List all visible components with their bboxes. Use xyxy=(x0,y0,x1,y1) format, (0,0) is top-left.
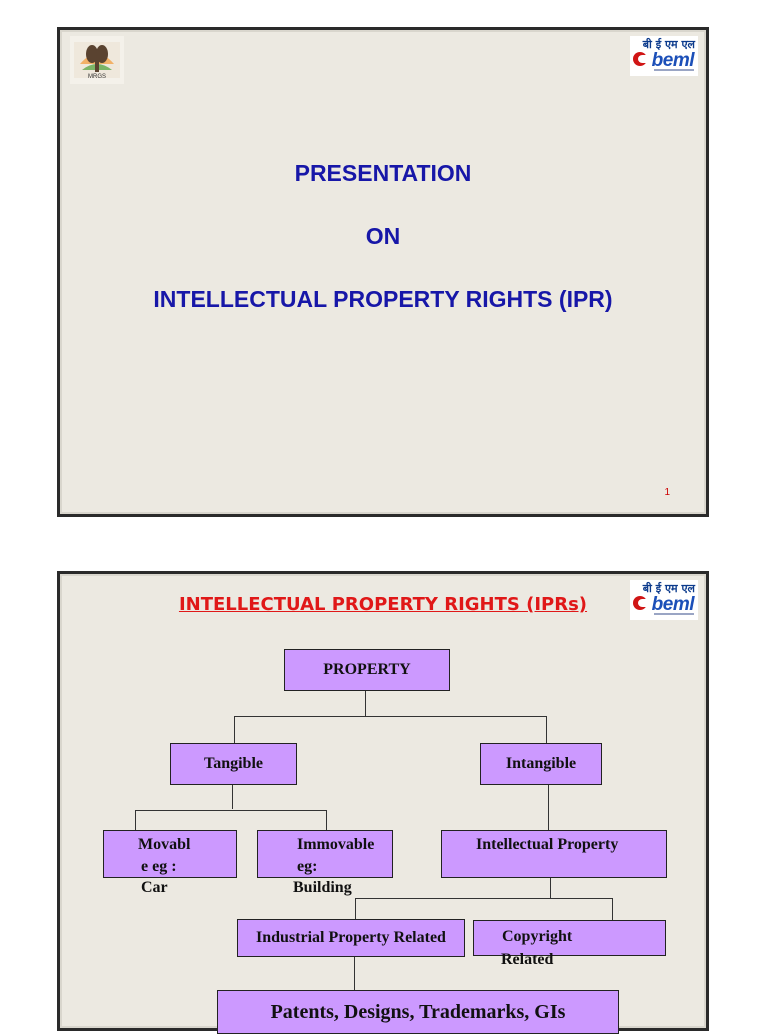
box-immovable: Immovable eg: xyxy=(257,830,393,878)
ipr-diagram-slide: INTELLECTUAL PROPERTY RIGHTS (IPRs) बी ई… xyxy=(57,571,709,1034)
mrgs-caption: MRGS xyxy=(88,74,106,80)
connector xyxy=(234,716,547,717)
copyright-line1: Copyright xyxy=(502,928,573,945)
title-presentation: PRESENTATION xyxy=(294,160,472,186)
box-tangible: Tangible xyxy=(170,743,297,785)
beml-emblem-icon xyxy=(633,52,647,66)
box-movable: Movabl e eg : xyxy=(103,830,237,878)
beml-logo: बी ई एम एल beml xyxy=(630,36,698,76)
immovable-line1: Immovable xyxy=(297,836,375,853)
immovable-line3: Building xyxy=(293,879,352,896)
connector xyxy=(135,810,136,831)
movable-line2: e eg : xyxy=(141,858,177,875)
beml-tagline xyxy=(654,69,694,71)
beml-tagline xyxy=(654,613,694,615)
connector xyxy=(355,898,356,919)
box-industrial-property: Industrial Property Related xyxy=(237,919,465,957)
immovable-line2: eg: xyxy=(297,858,318,875)
movable-line1: Movabl xyxy=(138,836,191,853)
connector xyxy=(365,690,366,716)
beml-wordmark: beml xyxy=(651,50,695,71)
beml-hindi-text: बी ई एम एल xyxy=(642,38,695,51)
beml-emblem-icon xyxy=(633,596,647,610)
title-slide: MRGS बी ई एम एल beml PRESENTATION ON INT… xyxy=(57,27,709,517)
box-copyright: Copyright xyxy=(473,920,666,956)
copyright-line2: Related xyxy=(501,951,554,968)
connector xyxy=(612,898,613,920)
connector xyxy=(355,898,613,899)
beml-logo: बी ई एम एल beml xyxy=(630,580,698,620)
box-property: PROPERTY xyxy=(284,649,450,691)
connector xyxy=(234,716,235,744)
title-on: ON xyxy=(365,223,401,249)
box-intangible: Intangible xyxy=(480,743,602,785)
connector xyxy=(232,784,233,809)
connector xyxy=(546,716,547,744)
connector xyxy=(548,784,549,830)
connector xyxy=(550,878,551,898)
mrgs-logo: MRGS xyxy=(70,36,124,84)
beml-wordmark: beml xyxy=(651,594,695,615)
box-patents: Patents, Designs, Trademarks, GIs xyxy=(217,990,619,1034)
movable-line3: Car xyxy=(141,879,168,896)
title-ipr: INTELLECTUAL PROPERTY RIGHTS (IPR) xyxy=(153,286,613,312)
intellectual-label: Intellectual Property xyxy=(476,836,619,853)
slide-heading: INTELLECTUAL PROPERTY RIGHTS (IPRs) xyxy=(178,594,588,615)
beml-hindi-text: बी ई एम एल xyxy=(642,582,695,595)
connector xyxy=(354,956,355,992)
box-intellectual-property: Intellectual Property xyxy=(441,830,667,878)
connector xyxy=(326,810,327,831)
page-number: 1 xyxy=(664,487,670,498)
connector xyxy=(135,810,327,811)
